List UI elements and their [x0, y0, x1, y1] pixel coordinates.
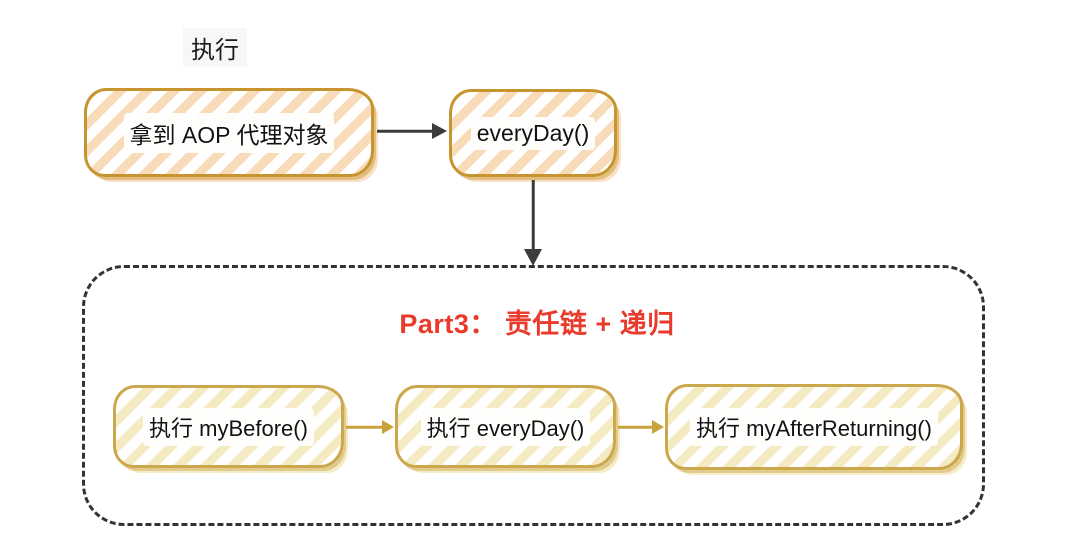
arrow-head — [652, 420, 664, 434]
part3-group-title: Part3： 责任链 + 递归 — [399, 309, 675, 339]
arrow-shaft — [531, 180, 535, 251]
node-everyday: everyDay() — [449, 89, 617, 177]
node-exec-everyday-label: 执行 everyDay() — [420, 407, 591, 446]
node-get-aop-proxy: 拿到 AOP 代理对象 — [84, 88, 374, 177]
node-everyday-label: everyDay() — [470, 116, 596, 150]
arrow-shaft — [346, 425, 384, 429]
arrow-right-gold-icon — [346, 418, 394, 436]
node-exec-myafterreturning: 执行 myAfterReturning() — [665, 384, 963, 470]
arrow-down-icon — [523, 180, 543, 266]
arrow-head — [432, 123, 447, 139]
node-exec-everyday: 执行 everyDay() — [395, 385, 616, 468]
node-exec-myafterreturning-label: 执行 myAfterReturning() — [690, 408, 938, 446]
part3-group-container — [82, 265, 985, 526]
execute-label: 执行 — [183, 28, 247, 67]
arrow-right-icon — [377, 122, 447, 140]
arrow-head — [382, 420, 394, 434]
node-exec-mybefore: 执行 myBefore() — [113, 385, 344, 468]
node-get-aop-proxy-label: 拿到 AOP 代理对象 — [123, 112, 335, 153]
node-exec-mybefore-label: 执行 myBefore() — [143, 407, 314, 446]
arrow-head — [524, 249, 542, 266]
arrow-right-gold-icon — [618, 418, 664, 436]
arrow-shaft — [618, 425, 654, 429]
arrow-shaft — [377, 129, 434, 133]
